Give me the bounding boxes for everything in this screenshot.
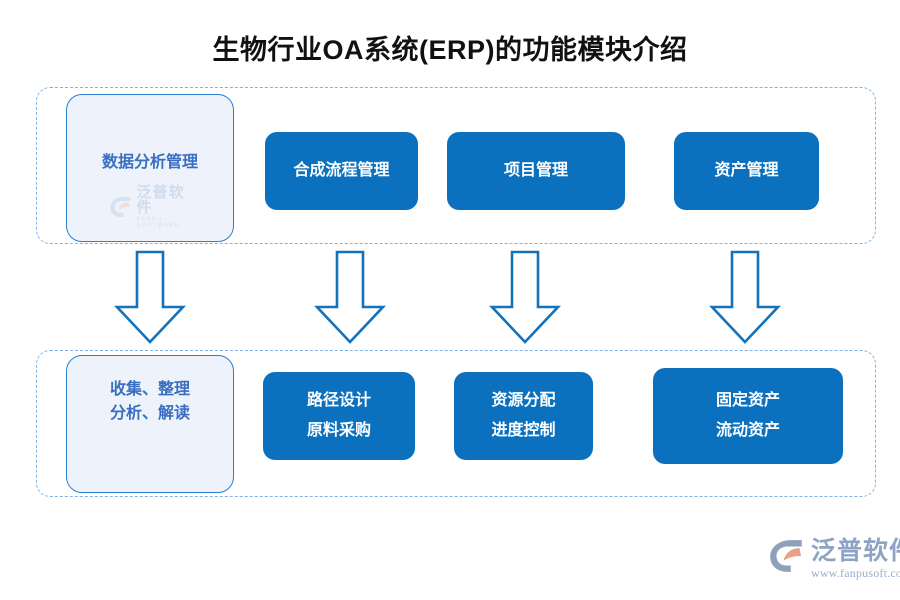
- card-resource[interactable]: 资源分配 进度控制: [454, 372, 593, 460]
- card-watermark-name-cn: 泛普软件: [136, 184, 185, 216]
- card-asset-label: 资产管理: [714, 162, 779, 179]
- brand-name-cn: 泛普软件: [811, 537, 900, 565]
- card-watermark-name-en: FANPU SOFTWARE: [136, 217, 180, 229]
- card-collect-label: 收集、整理 分析、解读: [109, 381, 190, 422]
- arrow-down-icon: [314, 250, 386, 344]
- brand-url: www.fanpusoft.com: [811, 566, 900, 580]
- group-container-bottom: [36, 350, 876, 497]
- card-synth[interactable]: 合成流程管理: [265, 132, 418, 210]
- card-project[interactable]: 项目管理: [447, 132, 625, 210]
- page-title: 生物行业OA系统(ERP)的功能模块介绍: [212, 35, 688, 65]
- card-path[interactable]: 路径设计 原料采购: [263, 372, 415, 460]
- group-container-top: [36, 87, 876, 244]
- card-fixed[interactable]: 固定资产 流动资产: [653, 368, 843, 464]
- arrow-down-icon: [709, 250, 781, 344]
- card-data-analysis[interactable]: 数据分析管理 泛普软件 FANPU SOFTWARE: [66, 94, 234, 242]
- fanpu-logo-icon: [110, 197, 131, 217]
- card-path-label: 路径设计 原料采购: [306, 392, 371, 439]
- card-data-analysis-label: 数据分析管理: [101, 154, 198, 171]
- card-watermark: 泛普软件 FANPU SOFTWARE: [109, 185, 192, 229]
- arrow-down-icon: [489, 250, 561, 344]
- card-collect[interactable]: 收集、整理 分析、解读: [66, 355, 234, 493]
- card-fixed-label: 固定资产 流动资产: [715, 392, 780, 439]
- arrow-down-icon: [114, 250, 186, 344]
- card-project-label: 项目管理: [503, 162, 568, 179]
- card-synth-label: 合成流程管理: [293, 162, 390, 179]
- card-asset[interactable]: 资产管理: [674, 132, 819, 210]
- fanpu-logo-icon: [770, 540, 802, 572]
- card-resource-label: 资源分配 进度控制: [491, 392, 556, 439]
- brand-logo: 泛普软件 www.fanpusoft.com: [766, 537, 900, 581]
